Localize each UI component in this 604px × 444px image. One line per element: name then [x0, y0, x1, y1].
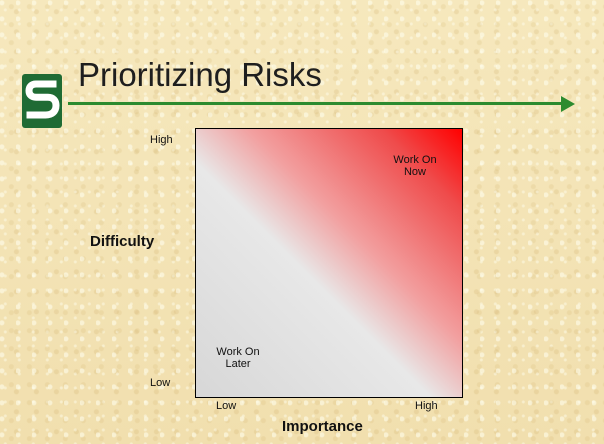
- risk-priority-matrix: [195, 128, 463, 398]
- importance-low-label: Low: [216, 400, 237, 412]
- s-logo-icon: [22, 74, 62, 128]
- work-on-now-label: Work On Now: [393, 154, 437, 178]
- difficulty-high-label: High: [150, 134, 173, 146]
- arrow-right-icon: [561, 96, 575, 112]
- slide-title: Prioritizing Risks: [78, 56, 322, 93]
- work-on-later-label: Work On Later: [216, 346, 260, 370]
- importance-axis-title: Importance: [282, 418, 363, 435]
- difficulty-axis-title: Difficulty: [90, 233, 155, 250]
- importance-high-label: High: [415, 400, 438, 412]
- title-divider: [68, 102, 562, 105]
- difficulty-low-label: Low: [150, 377, 171, 389]
